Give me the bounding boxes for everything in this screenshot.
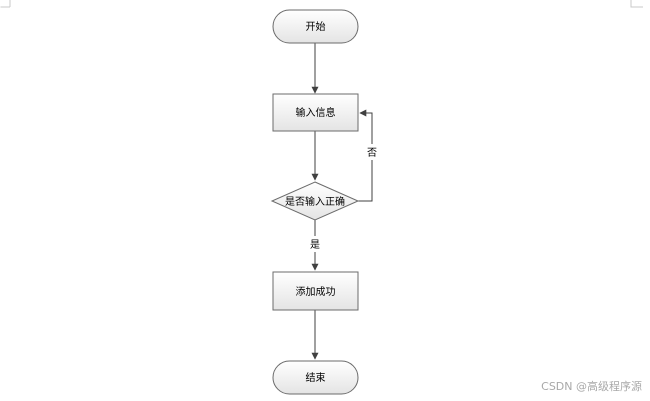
no-label-bg [364, 144, 380, 160]
end-terminator-shape [272, 360, 359, 395]
start-terminator-shape [272, 9, 359, 44]
end-label: 结束 [306, 371, 326, 384]
page-corner-marks [0, 0, 643, 8]
node-success: 添加成功 [272, 271, 359, 311]
yes-label-bg [307, 236, 323, 252]
check-decision-shape [270, 181, 360, 221]
edge-labels: 否 是 [307, 144, 380, 252]
corner-mark-top-right [630, 0, 643, 8]
corner-mark-top-left [0, 0, 11, 8]
check-label: 是否输入正确 [285, 195, 345, 208]
success-process-shape [272, 271, 359, 311]
input-process-shape [272, 93, 359, 132]
node-start: 开始 [272, 9, 359, 44]
start-label: 开始 [306, 20, 326, 33]
success-label: 添加成功 [296, 285, 336, 298]
edge-label-yes: 是 [310, 239, 320, 251]
node-end: 结束 [272, 360, 359, 395]
node-input: 输入信息 [272, 93, 359, 132]
edge-label-no: 否 [367, 147, 377, 159]
watermark-text: CSDN @高级程序源 [541, 380, 642, 393]
node-check: 是否输入正确 [270, 181, 360, 221]
input-label: 输入信息 [296, 106, 336, 119]
